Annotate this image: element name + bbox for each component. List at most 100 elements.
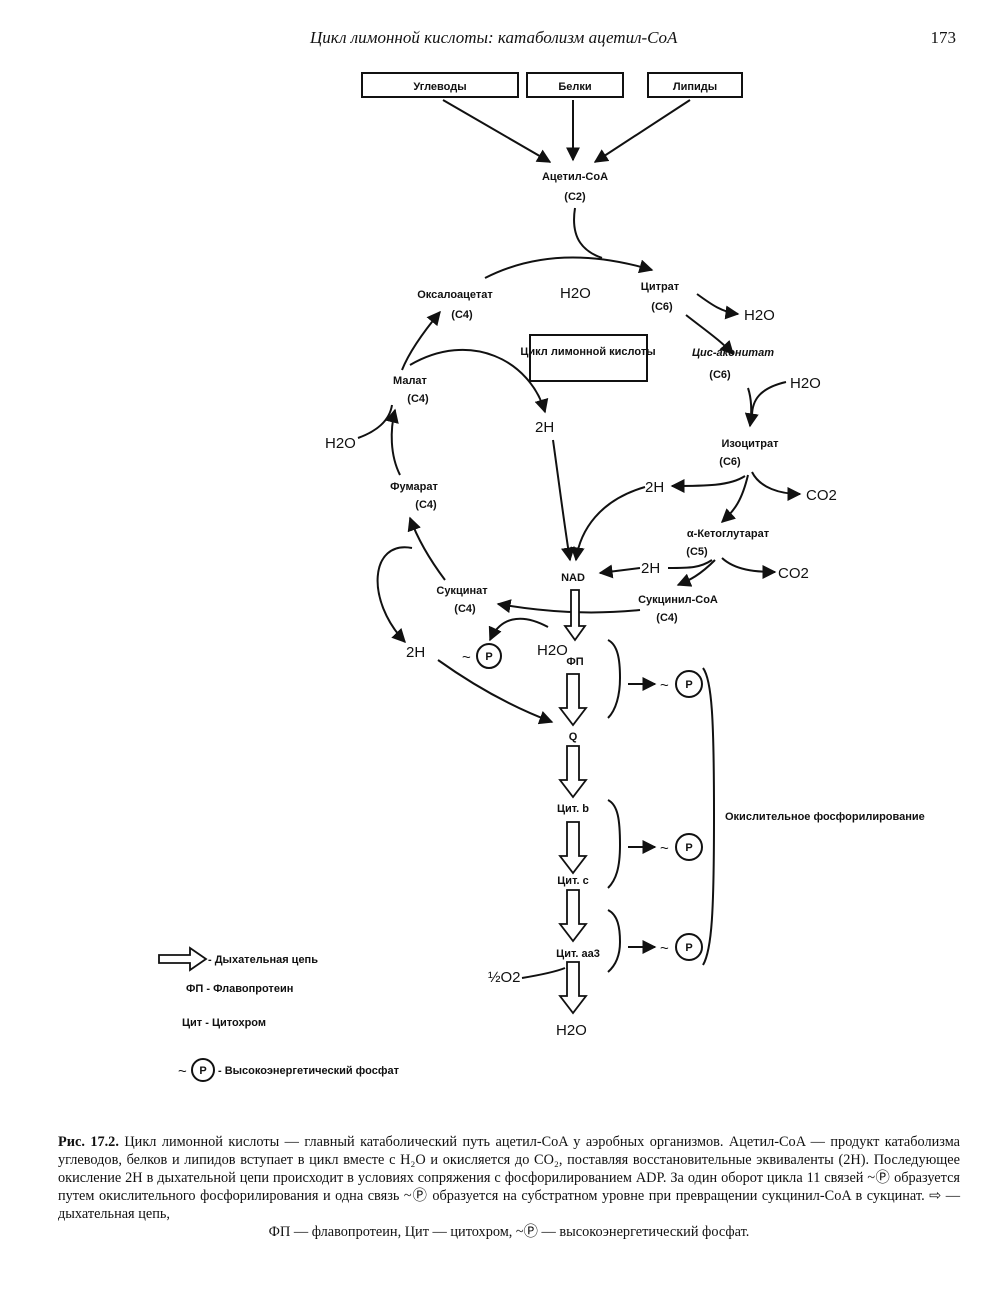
node-cisaconitate-c: (C6) [709,369,731,381]
respiratory-chain [158,589,588,1015]
2h-malate: 2H [535,419,554,436]
p-succinate: P [485,651,492,663]
chain-arrow-fp-q [558,673,588,727]
tilde-3: ~ [660,940,669,957]
legend-fp: ФП - Флавопротеин [186,983,293,995]
arrow-lipids-acetyl [593,99,691,163]
legend-tilde: ~ [178,1063,187,1080]
2h-succinate: 2H [406,644,425,661]
arrow-2h-ketoglutarate-nad [598,564,641,579]
p-circle-succinate [476,643,502,669]
tilde-1: ~ [660,677,669,694]
chain-arrow-cytb-cytc [558,821,588,875]
arrow-2h-right-nad [570,486,646,562]
box-carbs [361,72,519,98]
arrow-citrate-h2o [696,293,740,320]
node-citrate-name: Цитрат [641,281,680,293]
node-oxaloacetate-name: Оксалоацетат [417,289,493,301]
h2o-final: H2O [556,1022,587,1039]
bracket-3 [607,909,622,973]
arrow-succinylcoa-p [488,617,549,642]
arrow-succinate-fumarate [407,516,446,581]
arrow-fumarate-malate [385,408,401,476]
arrow-2h-q [437,659,554,725]
arrow-ketoglutarate-2h [667,559,713,569]
node-oxaloacetate-c: (C4) [451,309,473,321]
chain-arrow-q-cytb [558,745,588,799]
box-lipids [647,72,743,98]
node-isocitrate-c: (C6) [719,456,741,468]
chain-arrow-cytaa3-h2o [558,961,588,1015]
arrow-succinate-2h [376,546,413,644]
arrow-oaa-citrate [484,256,654,279]
h2o-citrate: H2O [560,285,591,302]
h2o-citrate-out: H2O [744,307,775,324]
source-carbs-label: Углеводы [413,81,466,93]
p-circle-legend [191,1058,215,1082]
half-o2: ½O2 [488,969,521,986]
cycle-label: Цикл лимонной кислоты [520,346,655,358]
2h-ketoglutarate: 2H [641,560,660,577]
arrow-ketoglutarate-co2 [721,557,777,579]
p-2: P [685,842,692,854]
p-circle-3 [675,933,703,961]
arrow-ketoglutarate-succinylcoa [676,559,716,587]
bracket-1 [607,639,622,719]
legend-chain: - Дыхательная цепь [208,954,318,966]
tilde-succinate: ~ [462,649,471,666]
legend-p: - Высокоэнергетический фосфат [218,1065,400,1077]
tilde-2: ~ [660,840,669,857]
caption-last-line: ФП — флавопротеин, Цит — цитохром, ~Ⓟ — … [268,1224,750,1240]
arrow-succinylcoa-succinate [496,599,641,614]
oxphos-label: Окислительное фосфорилирование [725,811,925,823]
node-isocitrate-name: Изоцитрат [722,438,780,450]
box-proteins [526,72,624,98]
arrow-malate-oxaloacetate [401,310,441,371]
source-lipids-label: Липиды [673,81,717,93]
p-3: P [685,942,692,954]
co2-isocitrate: CO2 [806,487,837,504]
node-fp: ФП [566,656,583,668]
chain-arrow-nad-fp [563,589,587,642]
legend-cyt: Цит - Цитохром [182,1017,266,1029]
p-circle-1 [675,670,703,698]
node-malate-c: (C4) [407,393,429,405]
figure-caption: Рис. 17.2. Цикл лимонной кислоты — главн… [58,1133,960,1241]
node-cytb: Цит. b [557,803,589,815]
node-ketoglutarate-c: (C5) [686,546,708,558]
h2o-succinyl: H2O [537,642,568,659]
arrow-half-o2 [521,967,566,979]
node-fumarate-c: (C4) [415,499,437,511]
h2o-isocitrate: H2O [790,375,821,392]
node-succinylcoa-c: (C4) [656,612,678,624]
node-cisaconitate-name: Цис-аконитат [692,347,774,359]
arrow-acetyl-citrate [573,207,603,259]
node-acetyl-c: (C2) [564,191,586,203]
node-malate-name: Малат [393,375,428,387]
arrow-citrate-cisaconitate [685,314,734,356]
arrow-isocitrate-ketoglutarate [720,474,749,523]
arrow-isocitrate-co2 [751,471,802,501]
node-fumarate-name: Фумарат [390,481,438,493]
node-acetyl-name: Ацетил-CoA [542,171,608,183]
node-nad: NAD [561,572,585,584]
caption-text: Цикл лимонной кислоты — главный катаболи… [58,1134,961,1222]
bracket-big [702,667,716,966]
page-number: 173 [930,28,957,47]
arrow-h2o-isocitrate [751,381,787,417]
p-circle-2 [675,833,703,861]
source-proteins-label: Белки [558,81,591,93]
2h-isocitrate: 2H [645,479,664,496]
citric-acid-cycle-diagram: Углеводы Белки Липиды Ацетил-CoA (C2) Ци… [158,72,925,1082]
arrow-isocitrate-2h [670,475,746,493]
h2o-malate: H2O [325,435,356,452]
chain-arrow-cytc-cytaa3 [558,889,588,943]
node-succinate-name: Сукцинат [436,585,488,597]
p-1: P [685,679,692,691]
node-succinylcoa-name: Сукцинил-CoA [638,594,718,606]
arrow-carbs-acetyl [442,99,552,163]
arrow-h2o-malate [357,404,393,439]
node-cytc: Цит. c [557,875,588,887]
co2-ketoglutarate: CO2 [778,565,809,582]
node-ketoglutarate-name: α-Кетоглутарат [687,528,770,540]
